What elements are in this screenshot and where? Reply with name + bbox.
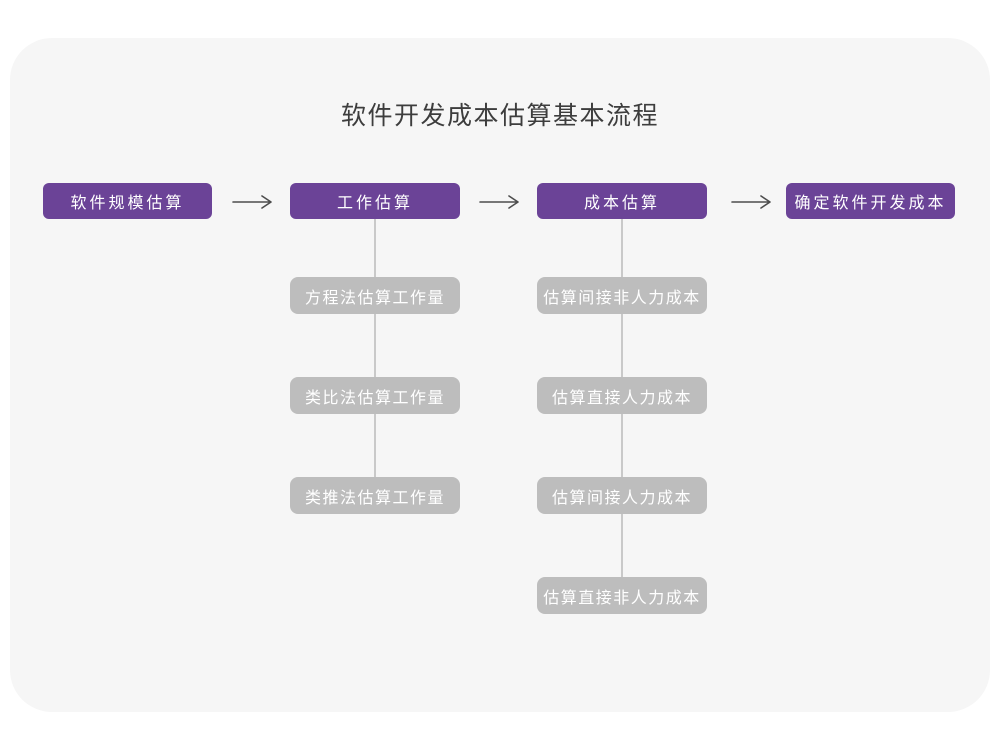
substep-label: 估算直接人力成本 (551, 389, 692, 407)
substep-equation-method-workload: 方程法估算工作量 (290, 277, 460, 314)
substep-label: 类推法估算工作量 (304, 489, 445, 507)
stage-label: 确定软件开发成本 (794, 195, 947, 212)
stage-cost-estimation: 成本估算 (537, 183, 707, 219)
substep-direct-labor-cost: 估算直接人力成本 (537, 377, 707, 414)
stage-label: 软件规模估算 (70, 195, 185, 212)
stage-determine-dev-cost: 确定软件开发成本 (786, 183, 955, 219)
substep-label: 类比法估算工作量 (304, 389, 445, 407)
substep-extrapolation-method-workload: 类推法估算工作量 (290, 477, 460, 514)
substep-label: 估算间接非人力成本 (543, 289, 701, 307)
substep-label: 方程法估算工作量 (304, 289, 445, 307)
substep-direct-nonlabor-cost: 估算直接非人力成本 (537, 577, 707, 614)
diagram-card: 软件开发成本估算基本流程 软件规模估算 工作估算 成本估算 确定软件开发成本 方 (10, 38, 990, 712)
substep-label: 估算直接非人力成本 (543, 589, 701, 607)
substep-indirect-nonlabor-cost: 估算间接非人力成本 (537, 277, 707, 314)
arrow-right-icon (731, 195, 771, 209)
stage-label: 工作估算 (336, 195, 413, 212)
substep-analogy-method-workload: 类比法估算工作量 (290, 377, 460, 414)
connector-line-work-estimation (374, 218, 376, 508)
substep-indirect-labor-cost: 估算间接人力成本 (537, 477, 707, 514)
diagram-title: 软件开发成本估算基本流程 (340, 102, 659, 130)
arrow-right-icon (232, 195, 272, 209)
arrow-right-icon (479, 195, 519, 209)
stage-work-estimation: 工作估算 (290, 183, 460, 219)
stage-label: 成本估算 (583, 195, 660, 212)
substep-label: 估算间接人力成本 (551, 489, 692, 507)
stage-software-size-estimation: 软件规模估算 (43, 183, 212, 219)
